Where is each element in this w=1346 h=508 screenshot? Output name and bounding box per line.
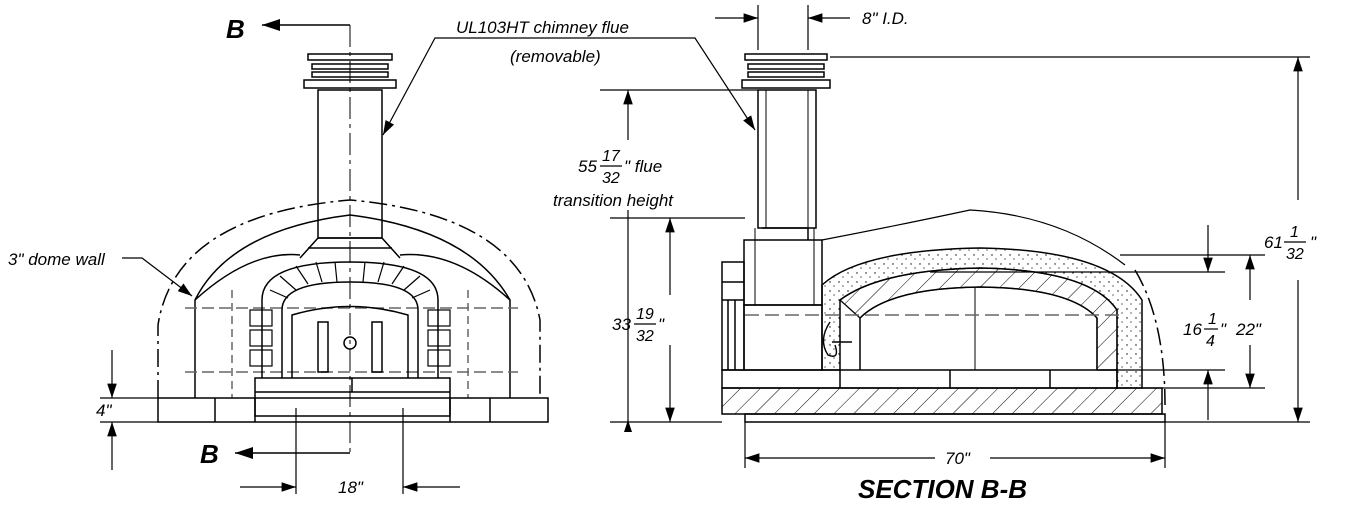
interior-height-whole: 16	[1183, 320, 1202, 339]
dome-wall-leader	[122, 257, 193, 297]
flue-transition-whole: 55	[578, 157, 597, 176]
flue-leader-front	[382, 37, 677, 136]
flue-transition-section	[743, 239, 823, 306]
outer-dome-outline	[157, 199, 541, 398]
section-letter-bottom: B	[200, 439, 219, 469]
total-height-num: 1	[1290, 224, 1299, 241]
left-height-dimension	[610, 218, 722, 423]
base-slab	[157, 397, 549, 423]
hatched-foundation	[721, 387, 1163, 415]
interior-height-suffix: "	[1220, 320, 1227, 339]
left-height-den: 32	[636, 328, 654, 345]
section-marker-top: B	[226, 14, 350, 44]
flue-transition-dimension	[600, 89, 758, 422]
section-chimney-cap	[741, 53, 831, 89]
flue-id-dimension	[715, 5, 850, 50]
total-height-whole: 61	[1264, 233, 1283, 252]
interior-height-num: 1	[1208, 311, 1217, 328]
section-view	[721, 53, 1166, 423]
front-view	[157, 25, 549, 455]
section-letter-top: B	[226, 14, 245, 44]
left-height-num: 19	[636, 306, 654, 323]
flue-leader-section	[677, 37, 756, 131]
door-handle-section	[822, 321, 838, 357]
interior-height-den: 4	[1206, 333, 1215, 350]
door-width-label: 18"	[338, 478, 364, 497]
total-height-den: 32	[1286, 246, 1304, 263]
overall-width-label: 70"	[945, 449, 971, 468]
left-height-suffix: "	[658, 315, 665, 334]
interior-height-dimension	[930, 225, 1265, 420]
dome-wall-section	[839, 267, 1118, 371]
flue-transition-den: 32	[602, 170, 620, 187]
door-width-dimension	[240, 408, 460, 494]
section-chimney-pipe	[757, 89, 817, 229]
flue-transition-num: 17	[602, 148, 621, 165]
flue-transition-suffix: " flue	[624, 157, 662, 176]
base-height-dimension	[100, 350, 158, 470]
total-height-dimension	[830, 56, 1310, 423]
flue-callout-line2: (removable)	[510, 47, 601, 66]
left-height-whole: 33	[612, 315, 631, 334]
section-marker-bottom: B	[200, 439, 350, 469]
chimney-cap	[303, 53, 397, 89]
base-height-label: 4"	[96, 401, 112, 420]
section-title: SECTION B-B	[858, 474, 1027, 503]
flue-callout-line1: UL103HT chimney flue	[456, 18, 629, 37]
front-brick-stack	[721, 261, 745, 371]
flue-transition-line2: transition height	[553, 191, 674, 210]
overall-width-dimension	[744, 422, 1166, 468]
dome-height-label: 22"	[1235, 320, 1262, 339]
flue-id-label: 8" I.D.	[862, 9, 909, 28]
inner-dome	[859, 286, 1098, 370]
section-hearth	[721, 369, 1118, 389]
dome-wall-label: 3" dome wall	[8, 250, 106, 269]
total-height-suffix: "	[1310, 233, 1317, 252]
